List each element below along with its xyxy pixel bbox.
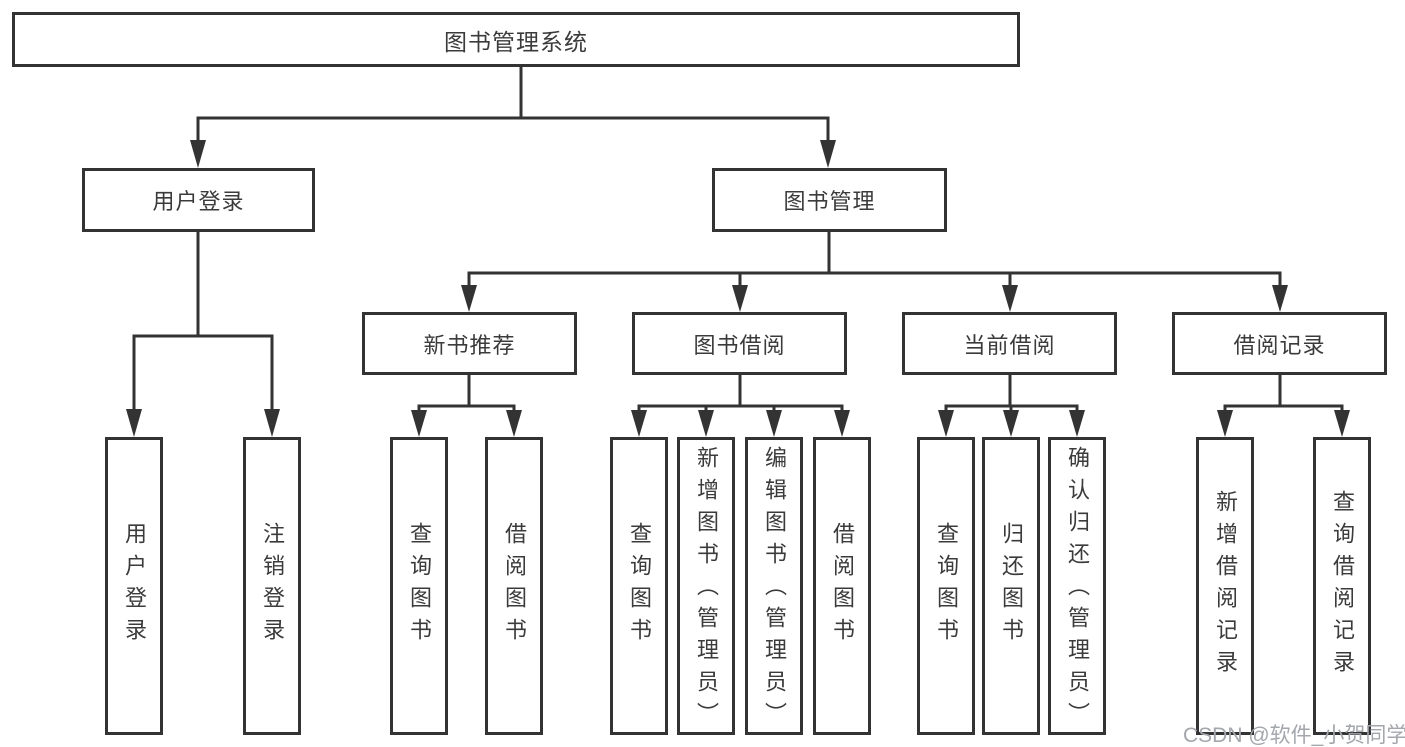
leaf-user-login: 用户登录 [105, 437, 163, 735]
node-current-borrow: 当前借阅 [902, 312, 1117, 375]
leaf-add-books-admin: 新增图书（管理员） [677, 437, 735, 735]
leaf-query-books-recommend: 查询图书 [390, 437, 448, 735]
leaf-edit-books-admin: 编辑图书（管理员） [745, 437, 803, 735]
arrowheads [126, 140, 1350, 437]
leaf-logout: 注销登录 [243, 437, 301, 735]
csdn-watermark: CSDN @软件_小贺同学 [1183, 724, 1405, 747]
leaf-query-books-borrow: 查询图书 [610, 437, 668, 735]
leaf-borrow-books: 借阅图书 [813, 437, 871, 735]
node-book-management-module: 图书管理 [712, 168, 947, 232]
leaf-return-books: 归还图书 [982, 437, 1040, 735]
leaf-query-books-current: 查询图书 [917, 437, 975, 735]
node-book-borrow: 图书借阅 [632, 312, 847, 375]
node-user-login-module: 用户登录 [82, 168, 315, 232]
leaf-borrow-books-recommend: 借阅图书 [485, 437, 543, 735]
node-borrow-records: 借阅记录 [1172, 312, 1387, 375]
leaf-add-borrow-record: 新增借阅记录 [1196, 437, 1254, 735]
node-new-book-recommend: 新书推荐 [362, 312, 577, 375]
leaf-confirm-return-admin: 确认归还（管理员） [1048, 437, 1106, 735]
leaf-query-borrow-record: 查询借阅记录 [1313, 437, 1371, 735]
node-root-library-system: 图书管理系统 [12, 12, 1020, 67]
